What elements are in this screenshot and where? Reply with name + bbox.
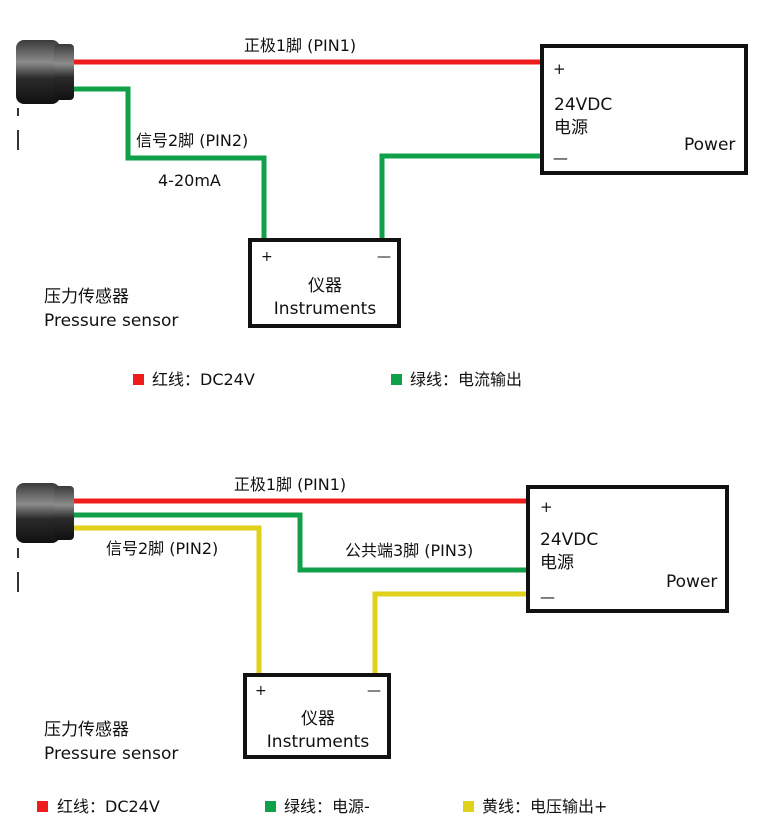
top-legend-red-label: 红线：DC24V bbox=[152, 370, 255, 389]
bottom-legend-green-label: 绿线：电源- bbox=[284, 797, 370, 816]
top-signal-label: 4-20mA bbox=[158, 171, 221, 190]
top-green-wire-label: 信号2脚 (PIN2) bbox=[136, 131, 248, 150]
bottom-yellow-signal-wire bbox=[74, 525, 262, 675]
top-sensor-name-cn: 压力传感器 bbox=[44, 287, 129, 307]
top-diagram: + 24VDC 电源 Power — + — 仪器 Instruments 正极… bbox=[16, 36, 748, 389]
top-green-signal-wire bbox=[74, 86, 267, 240]
bottom-legend-swatch-green bbox=[265, 801, 276, 812]
top-power-name-cn: 电源 bbox=[554, 118, 588, 138]
bottom-legend-swatch-yellow bbox=[463, 801, 474, 812]
top-legend-swatch-green bbox=[391, 374, 402, 385]
top-power-plus: + bbox=[553, 60, 566, 78]
bottom-instrument-name-cn: 仪器 bbox=[301, 709, 335, 729]
bottom-legend-swatch-red bbox=[37, 801, 48, 812]
top-green-return-wire bbox=[379, 153, 542, 240]
bottom-instrument-plus: + bbox=[255, 683, 267, 699]
top-instrument-name-en: Instruments bbox=[274, 299, 377, 319]
bottom-instrument-minus: — bbox=[367, 683, 381, 699]
top-sensor-name-en: Pressure sensor bbox=[44, 311, 178, 331]
top-instrument-name-cn: 仪器 bbox=[308, 276, 342, 296]
top-sensor-connector-icon bbox=[16, 40, 74, 150]
bottom-sensor-connector-icon bbox=[16, 483, 74, 592]
top-power-voltage: 24VDC bbox=[554, 95, 612, 115]
bottom-legend-yellow-label: 黄线：电压输出+ bbox=[482, 797, 607, 816]
bottom-power-plus: + bbox=[540, 498, 553, 516]
bottom-instrument-box bbox=[243, 673, 391, 759]
top-instrument-plus: + bbox=[261, 249, 273, 265]
bottom-power-name-cn: 电源 bbox=[540, 553, 574, 573]
bottom-power-voltage: 24VDC bbox=[540, 530, 598, 550]
bottom-diagram: + 24VDC 电源 Power — + — 仪器 Instruments 正极… bbox=[16, 475, 729, 816]
bottom-power-box bbox=[526, 485, 729, 613]
bottom-green-wire bbox=[74, 512, 528, 573]
top-power-box bbox=[540, 44, 748, 175]
bottom-legend-red-label: 红线：DC24V bbox=[57, 797, 160, 816]
bottom-power-name-en: Power bbox=[666, 572, 717, 592]
bottom-green-wire-label: 公共端3脚 (PIN3) bbox=[345, 541, 473, 560]
top-legend-swatch-red bbox=[133, 374, 144, 385]
top-red-wire-label: 正极1脚 (PIN1) bbox=[244, 36, 356, 55]
top-power-name-en: Power bbox=[684, 135, 735, 155]
top-power-minus: — bbox=[553, 149, 568, 167]
bottom-yellow-return-wire bbox=[372, 591, 528, 675]
bottom-legend: 红线：DC24V 绿线：电源- 黄线：电压输出+ bbox=[37, 797, 607, 816]
top-instrument-minus: — bbox=[377, 249, 391, 265]
bottom-sensor-name-en: Pressure sensor bbox=[44, 744, 178, 764]
top-instrument-box bbox=[248, 238, 401, 328]
bottom-red-wire-label: 正极1脚 (PIN1) bbox=[234, 475, 346, 494]
bottom-power-minus: — bbox=[540, 588, 555, 606]
top-legend: 红线：DC24V 绿线：电流输出 bbox=[133, 370, 522, 389]
top-legend-green-label: 绿线：电流输出 bbox=[410, 370, 522, 389]
bottom-instrument-name-en: Instruments bbox=[267, 732, 370, 752]
bottom-yellow-wire-label: 信号2脚 (PIN2) bbox=[106, 539, 218, 558]
bottom-sensor-name-cn: 压力传感器 bbox=[44, 720, 129, 740]
